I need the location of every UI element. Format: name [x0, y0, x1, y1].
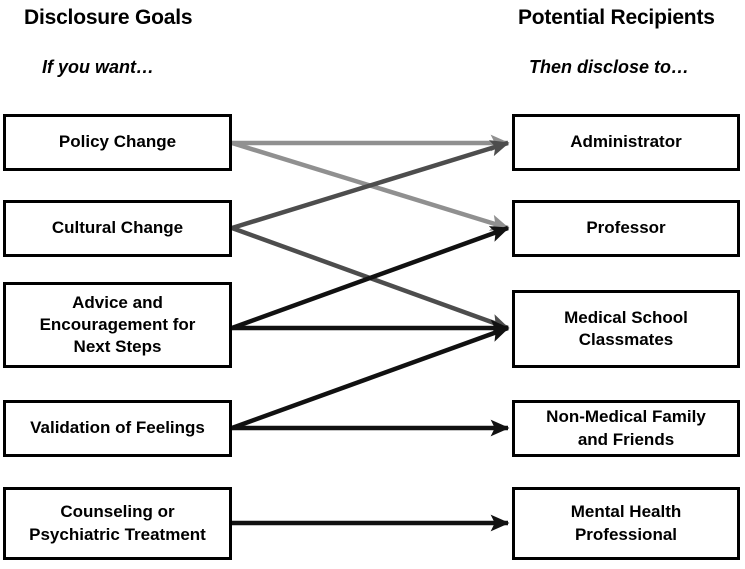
- goal-box-cultural-change[interactable]: Cultural Change: [3, 200, 232, 257]
- recipient-box-professor[interactable]: Professor: [512, 200, 740, 257]
- goal-box-advice[interactable]: Advice and Encouragement for Next Steps: [3, 282, 232, 368]
- goal-label-validation: Validation of Feelings: [30, 418, 205, 438]
- recipient-label-family-friends: Non-Medical Family and Friends: [546, 407, 706, 449]
- right-column-subtitle: Then disclose to…: [529, 57, 690, 77]
- goal-label-counseling: Counseling or Psychiatric Treatment: [29, 502, 206, 544]
- recipient-label-professor: Professor: [586, 218, 666, 238]
- goal-label-cultural-change: Cultural Change: [51, 218, 184, 238]
- goal-label-policy-change: Policy Change: [58, 132, 177, 152]
- edge-validation-to-classmates: [231, 325, 510, 431]
- recipient-label-administrator: Administrator: [570, 132, 682, 152]
- recipient-box-administrator[interactable]: Administrator: [512, 114, 740, 171]
- goal-label-advice: Advice and Encouragement for Next Steps: [39, 292, 196, 357]
- recipient-box-family-friends[interactable]: Non-Medical Family and Friends: [512, 400, 740, 457]
- goal-box-policy-change[interactable]: Policy Change: [3, 114, 232, 171]
- recipient-box-mental-health[interactable]: Mental Health Professional: [512, 487, 740, 560]
- edge-advice-to-professor: [231, 225, 510, 331]
- goal-box-counseling[interactable]: Counseling or Psychiatric Treatment: [3, 487, 232, 560]
- edge-cultural-change-to-administrator: [231, 140, 510, 231]
- left-column-subtitle: If you want…: [42, 57, 154, 77]
- recipient-label-classmates: Medical School Classmates: [564, 307, 688, 349]
- left-column-title: Disclosure Goals: [24, 6, 193, 29]
- recipient-label-mental-health: Mental Health Professional: [570, 502, 682, 544]
- goal-box-validation[interactable]: Validation of Feelings: [3, 400, 232, 457]
- right-column-title: Potential Recipients: [518, 6, 715, 29]
- recipient-box-classmates[interactable]: Medical School Classmates: [512, 290, 740, 368]
